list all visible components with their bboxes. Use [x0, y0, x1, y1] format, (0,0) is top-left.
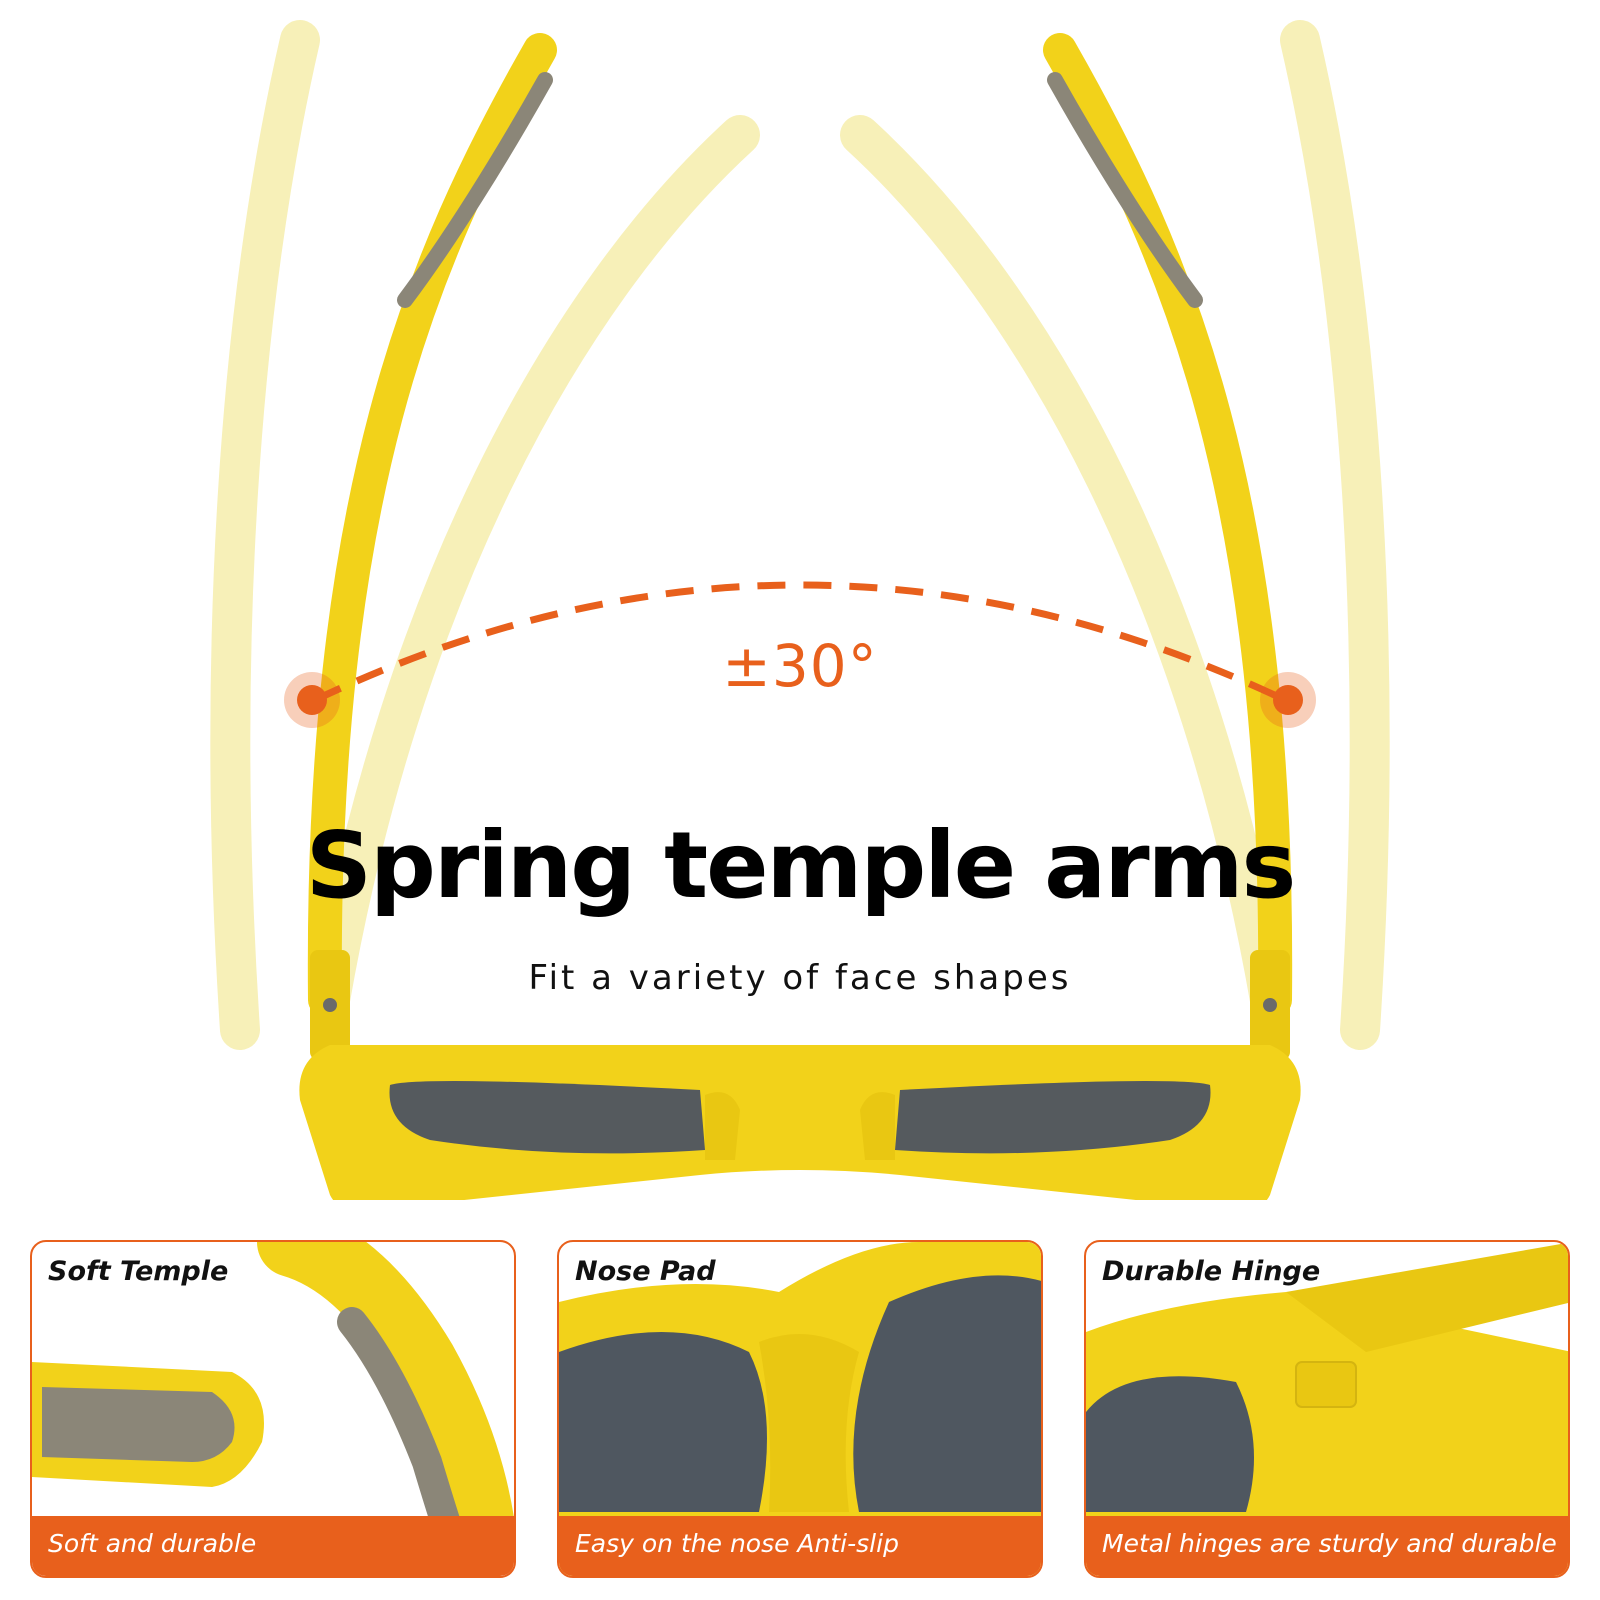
- pivot-dot-right: [1273, 685, 1303, 715]
- grip-pad-right: [1047, 72, 1203, 308]
- headline: Spring temple arms: [305, 812, 1297, 919]
- durable-hinge-photo: [1086, 1242, 1568, 1576]
- feature-card-nose-pad: Nose Pad Easy on the nose Anti-slip: [557, 1240, 1043, 1578]
- hinge-screw-right: [1263, 998, 1277, 1012]
- nose-pad-photo: [559, 1242, 1041, 1576]
- temple-arm-right: [1043, 33, 1293, 1017]
- feature-footer: Soft and durable: [32, 1516, 514, 1576]
- pivot-dot-left: [297, 685, 327, 715]
- feature-title: Nose Pad: [575, 1256, 716, 1287]
- angle-label: ±30°: [722, 632, 878, 700]
- feature-title: Durable Hinge: [1102, 1256, 1321, 1287]
- ghost-arm-left-outer: [210, 20, 320, 1050]
- angle-arc: [313, 581, 1287, 704]
- feature-footer: Easy on the nose Anti-slip: [559, 1516, 1041, 1576]
- grip-pad-left: [397, 72, 553, 308]
- hinge-screw-left: [323, 998, 337, 1012]
- nose-pad-right: [860, 1092, 895, 1160]
- feature-title: Soft Temple: [48, 1256, 229, 1287]
- subline: Fit a variety of face shapes: [528, 958, 1072, 998]
- lens-left: [389, 1081, 705, 1154]
- feature-caption: Easy on the nose Anti-slip: [575, 1529, 899, 1558]
- feature-caption: Soft and durable: [48, 1529, 257, 1558]
- ghost-arm-right-inner: [840, 115, 1290, 1020]
- ghost-arm-right-outer: [1280, 20, 1390, 1050]
- temple-arm-left: [307, 33, 557, 1017]
- lens-right: [895, 1081, 1211, 1154]
- feature-footer: Metal hinges are sturdy and durable: [1086, 1516, 1568, 1576]
- nose-pad-left: [705, 1092, 740, 1160]
- glasses-illustration: [210, 20, 1390, 1200]
- feature-caption: Metal hinges are sturdy and durable: [1102, 1529, 1557, 1558]
- feature-card-durable-hinge: Durable Hinge Metal hinges are sturdy an…: [1084, 1240, 1570, 1578]
- feature-card-soft-temple: Soft Temple Soft and durable: [30, 1240, 516, 1578]
- ghost-arm-left-inner: [310, 115, 760, 1020]
